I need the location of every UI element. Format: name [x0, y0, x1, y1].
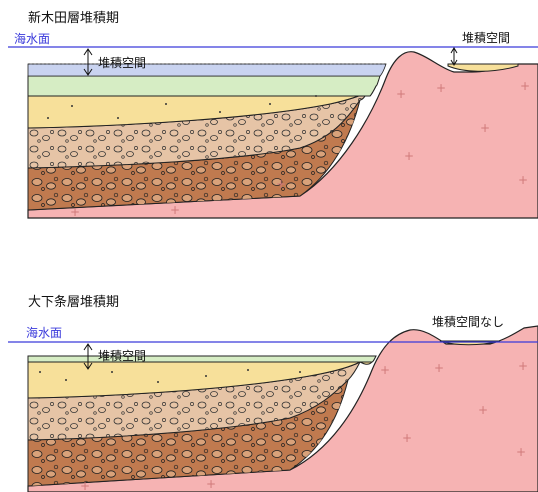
panel-1-blue-layer: [28, 64, 386, 76]
panel-2-green-layer: [28, 356, 376, 362]
svg-text:+: +: [516, 445, 526, 459]
svg-text:+: +: [436, 81, 446, 95]
panel-1-right-label: 堆積空間: [462, 30, 510, 45]
svg-text:+: +: [396, 87, 406, 101]
panel-2-space-label: 堆積空間: [98, 348, 146, 363]
panel-1-title: 新木田層堆積期: [28, 10, 119, 26]
svg-text:+: +: [70, 205, 80, 219]
svg-text:+: +: [80, 479, 90, 492]
svg-text:+: +: [206, 477, 216, 491]
panel-1-space-label: 堆積空間: [98, 55, 146, 70]
svg-text:+: +: [520, 79, 530, 93]
svg-text:+: +: [518, 359, 528, 373]
panel-2-right-label: 堆積空間なし: [432, 314, 504, 329]
svg-text:+: +: [478, 403, 488, 417]
svg-text:+: +: [170, 203, 180, 217]
svg-text:+: +: [434, 361, 444, 375]
svg-text:+: +: [518, 173, 528, 187]
panel-1-right-space-arrow: [451, 48, 457, 65]
panel-1-sea-level-label: 海水面: [14, 31, 50, 46]
svg-text:+: +: [276, 177, 286, 191]
panel-1-space-arrow: [84, 49, 92, 75]
svg-text:+: +: [480, 121, 490, 135]
panel-2-sea-level-label: 海水面: [26, 325, 62, 340]
panel-2: 大下条層堆積期 海水面 堆積空間 堆積空間なし: [8, 294, 538, 492]
svg-text:+: +: [380, 363, 390, 377]
panel-1-green-layer: [28, 76, 380, 96]
svg-text:+: +: [402, 431, 412, 445]
panel-1: 新木田層堆積期 海水面 堆積空間: [8, 10, 538, 219]
panel-2-title: 大下条層堆積期: [28, 294, 119, 310]
svg-text:+: +: [404, 149, 414, 163]
